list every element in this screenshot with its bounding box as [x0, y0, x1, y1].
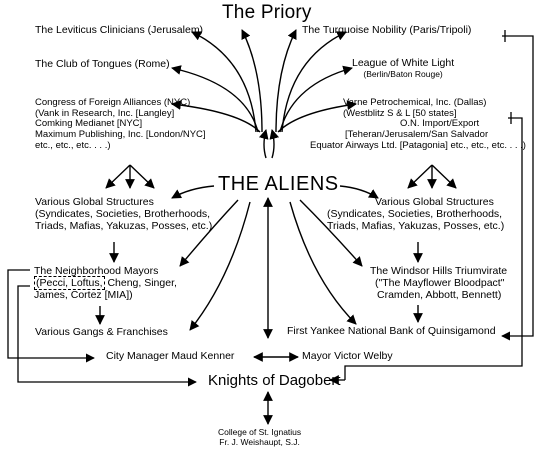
node-leviticus: The Leviticus Clinicians (Jerusalem)	[35, 24, 204, 36]
arrow-fan-right	[269, 129, 280, 159]
arrow-priory-league	[279, 65, 353, 133]
arrow-aliens-right-bank	[289, 201, 357, 325]
node-aliens: THE ALIENS	[218, 173, 339, 195]
node-right-structures: Various Global Structures (Syndicates, S…	[327, 196, 505, 232]
arrow-fan-left	[258, 129, 269, 159]
arrow-priory-up-right	[275, 29, 297, 133]
node-priory: The Priory	[222, 2, 312, 23]
loop-left-mayors	[7, 269, 95, 363]
node-gangs: Various Gangs & Franchises	[35, 326, 168, 338]
node-bank: First Yankee National Bank of Quinsigamo…	[287, 325, 496, 337]
node-windsor: The Windsor Hills Triumvirate ("The Mayf…	[370, 265, 508, 301]
arrow-aliens-right-structures	[339, 185, 379, 199]
arrow-left-triple-1	[105, 164, 131, 189]
node-congress: Congress of Foreign Alliances (NYC) (Van…	[35, 97, 206, 151]
arrow-priory-turquoise	[281, 31, 347, 133]
arrow-right-triple-3	[431, 164, 457, 189]
arrow-aliens-left-mayors	[179, 199, 239, 267]
node-league: League of White Light (Berlin/Baton Roug…	[352, 57, 455, 79]
arrow-left-triple-3	[129, 164, 155, 189]
arrow-priory-leviticus	[191, 31, 257, 133]
loop-right-outer	[501, 35, 534, 341]
arrow-aliens-left-structures	[171, 185, 215, 199]
node-manager: City Manager Maud Kenner	[106, 350, 235, 362]
node-knights: Knights of Dagobert	[208, 372, 341, 389]
arrow-priory-up-left	[241, 29, 263, 133]
arrow-right-triple-1	[407, 164, 433, 189]
arrow-priory-congress	[171, 100, 261, 133]
loop-left-pecci	[17, 285, 197, 387]
arrow-aliens-right-windsor	[299, 199, 363, 267]
node-tongues: The Club of Tongues (Rome)	[35, 58, 170, 70]
arrow-aliens-left-gangs	[189, 201, 251, 331]
node-mayor: Mayor Victor Welby	[302, 350, 393, 362]
loop-right-varne	[344, 117, 523, 380]
node-college: College of St. Ignatius Fr. J. Weishaupt…	[218, 427, 302, 447]
node-mayors: The Neighborhood Mayors (Pecci, Loftus, …	[34, 265, 177, 301]
arrow-priory-varne	[277, 100, 357, 133]
node-turquoise: The Turquoise Nobility (Paris/Tripoli)	[302, 24, 472, 36]
highlight-pecci-loftus: (Pecci, Loftus,	[34, 275, 105, 290]
arrow-priory-tongues	[171, 65, 259, 133]
node-left-structures: Various Global Structures (Syndicates, S…	[35, 196, 213, 232]
node-varne: Varne Petrochemical, Inc. (Dallas) (West…	[310, 97, 526, 151]
